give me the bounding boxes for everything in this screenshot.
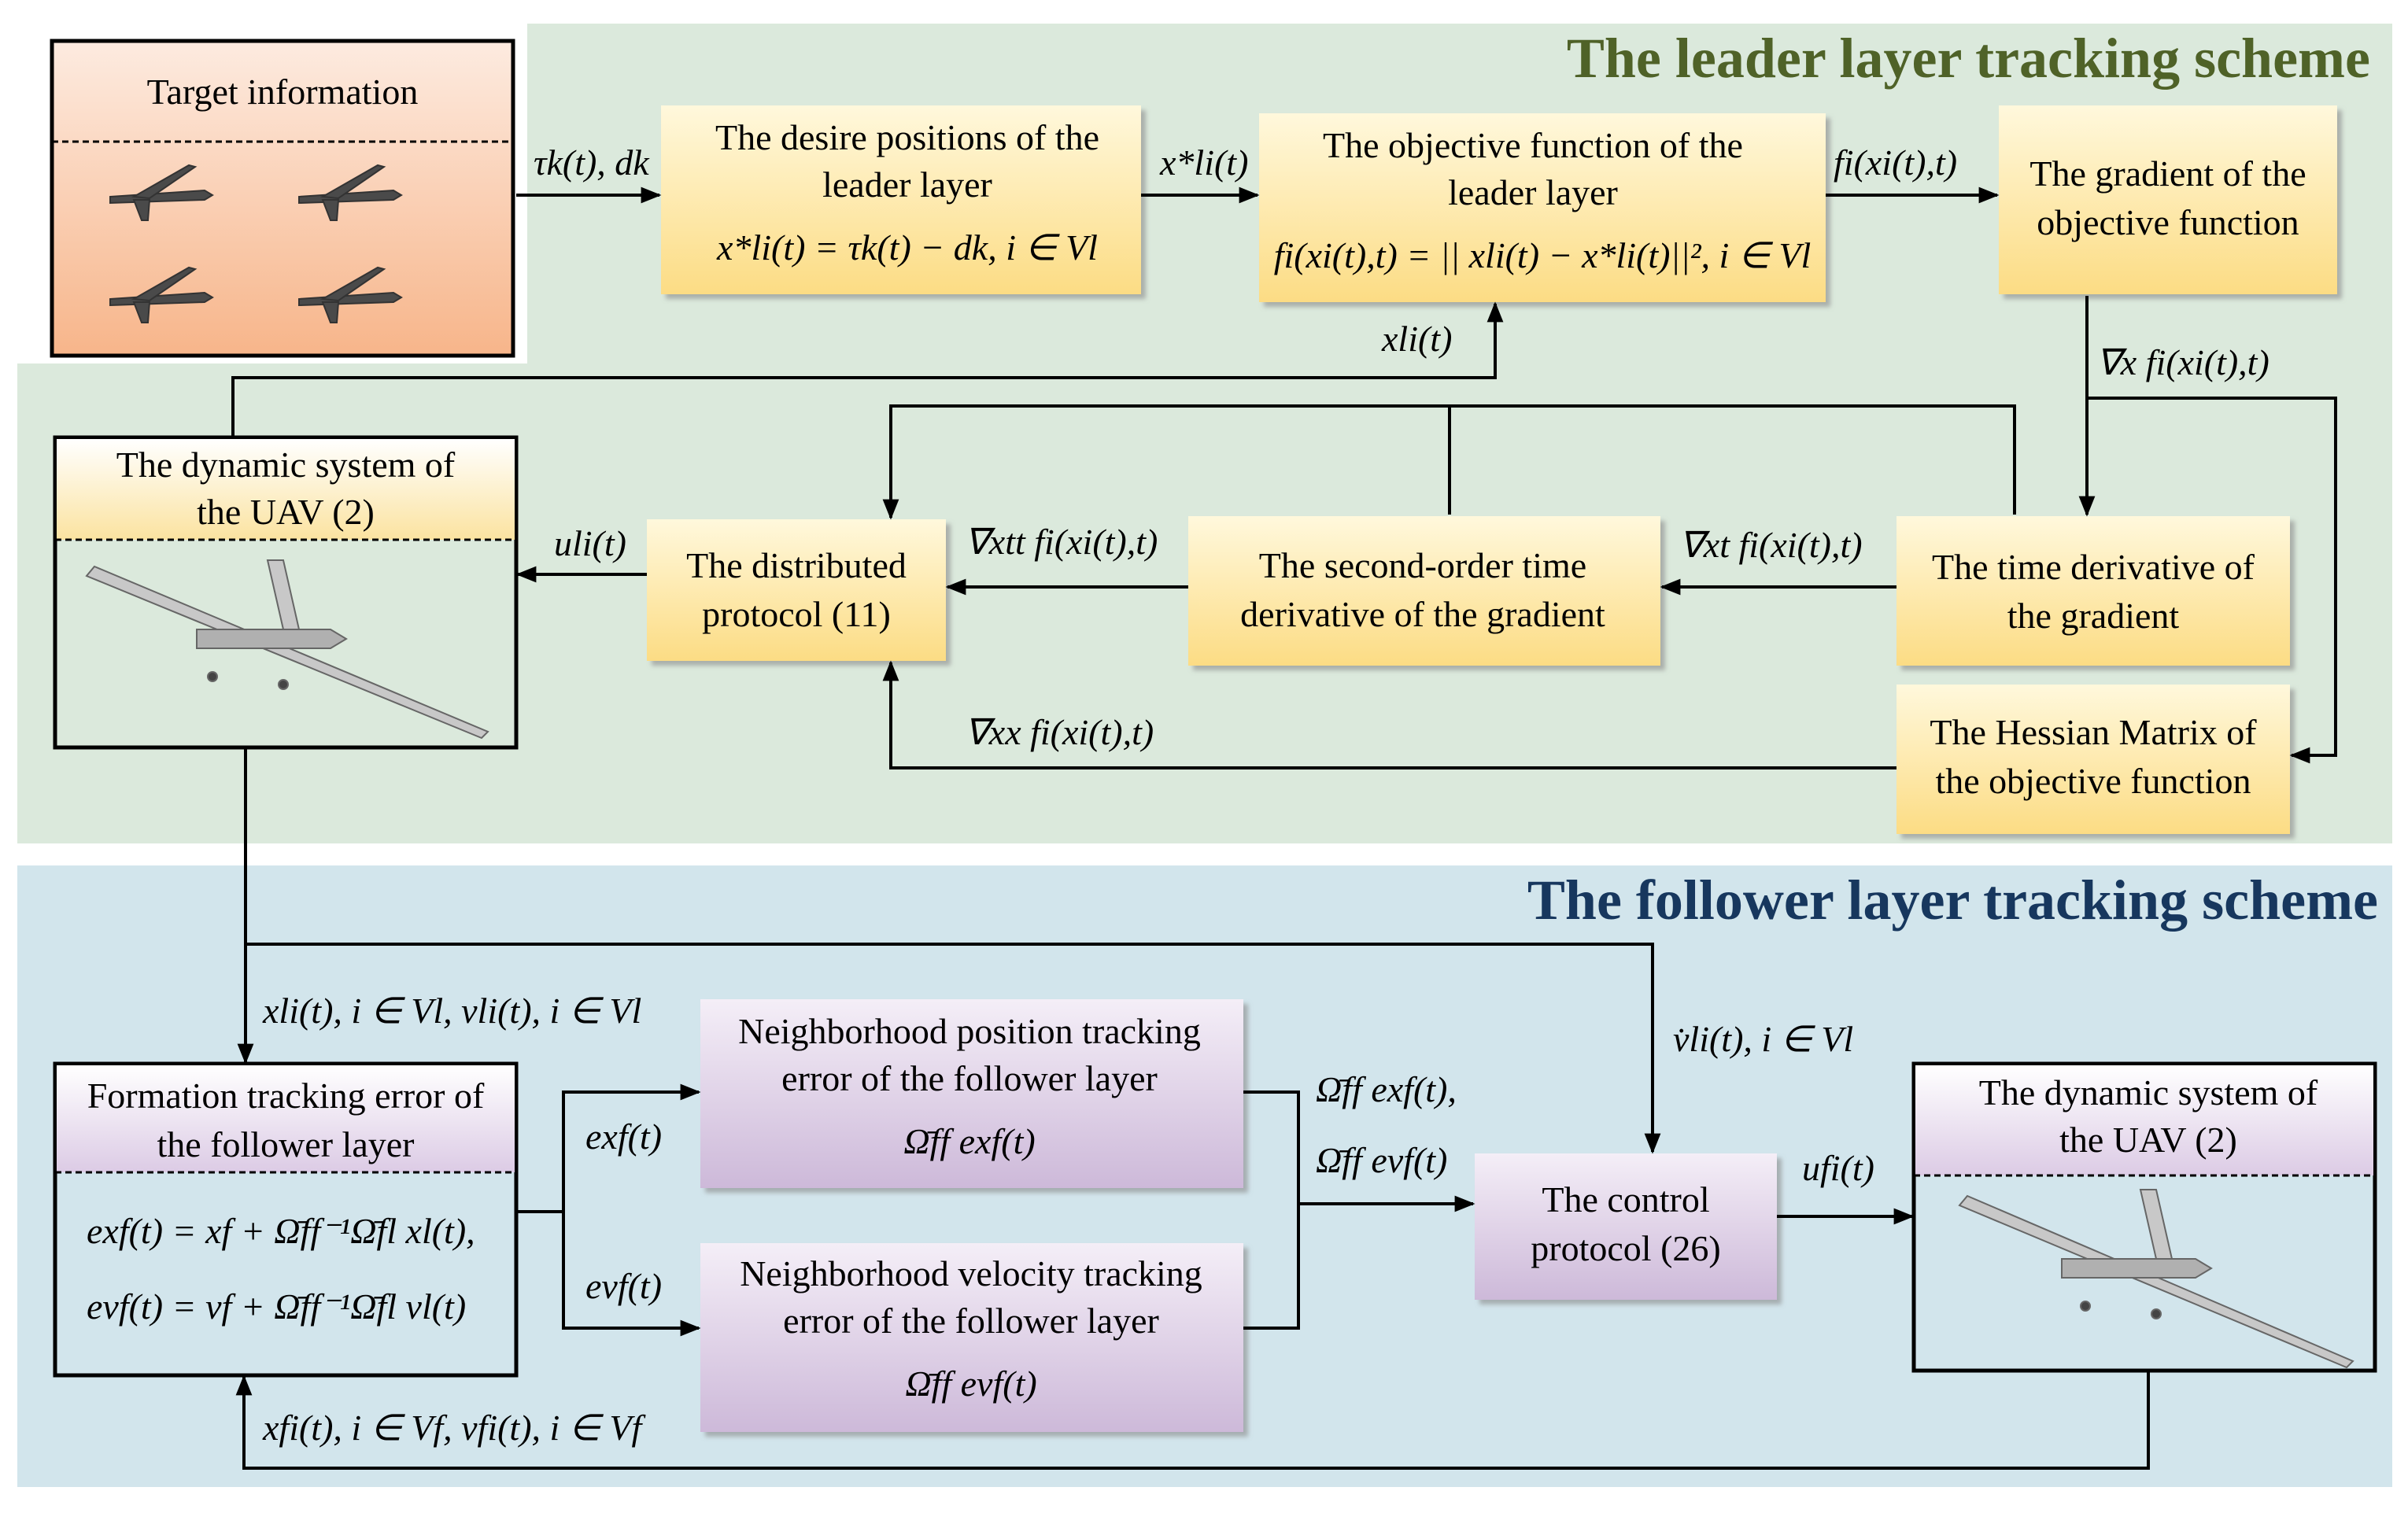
formation-eq2: evf(t) = vf + Ω̄ff⁻¹Ω̄fl vl(t) [87, 1286, 466, 1327]
follower-dynamic-line2: the UAV (2) [2059, 1120, 2237, 1160]
uav-icon [1958, 1189, 2354, 1369]
connectors [231, 186, 2337, 1470]
leader-dynamic-line2: the UAV (2) [197, 492, 375, 532]
npos-line1: Neighborhood position tracking [738, 1011, 1201, 1051]
label-x-li: xli(t) [1381, 319, 1452, 359]
hessian-line1: The Hessian Matrix of [1930, 712, 2257, 752]
label-xfi-vfi: xfi(t), i ∈ Vf, vfi(t), i ∈ Vf [262, 1408, 646, 1448]
label-tau-d: τk(t), dk [534, 142, 650, 183]
target-info-label: Target information [147, 72, 419, 112]
neighborhood-position-box [700, 999, 1243, 1188]
uav-swarm-icon [109, 164, 403, 323]
control-protocol-box [1475, 1153, 1777, 1300]
leader-dynamic-line1: The dynamic system of [116, 445, 456, 485]
leader-title: The leader layer tracking scheme [1567, 27, 2370, 90]
label-vdot-li: v̇li(t), i ∈ Vl [1673, 1019, 1853, 1059]
label-xli-vli: xli(t), i ∈ Vl, vli(t), i ∈ Vl [262, 991, 641, 1031]
formation-line2: the follower layer [157, 1124, 415, 1164]
nvel-line1: Neighborhood velocity tracking [740, 1253, 1202, 1293]
objective-line2: leader layer [1448, 172, 1618, 212]
objective-equation: fi(xi(t),t) = || xli(t) − x*li(t)||², i … [1274, 235, 1812, 275]
nvel-line2: error of the follower layer [783, 1301, 1159, 1341]
label-u-fi: ufi(t) [1802, 1148, 1874, 1188]
nvel-equation: Ω̄ff evf(t) [905, 1364, 1036, 1404]
desire-line2: leader layer [822, 164, 992, 205]
follower-dynamic-line1: The dynamic system of [1979, 1072, 2318, 1113]
desire-equation: x*li(t) = τk(t) − dk, i ∈ Vl [716, 227, 1098, 268]
label-grad-xtt: ∇xtt fi(xi(t),t) [965, 522, 1158, 562]
gradient-line2: objective function [2037, 202, 2299, 242]
objective-line1: The objective function of the [1323, 125, 1743, 165]
time-derivative-box [1896, 516, 2290, 666]
time-derivative-line2: the gradient [2007, 596, 2180, 636]
second-order-line2: derivative of the gradient [1240, 594, 1605, 634]
label-e-xf: exf(t) [585, 1116, 662, 1157]
label-omega-e-vf: Ω̄ff evf(t) [1316, 1140, 1447, 1180]
label-e-vf: evf(t) [585, 1266, 662, 1306]
second-order-box [1188, 516, 1660, 666]
label-grad-x: ∇x fi(xi(t),t) [2096, 342, 2270, 382]
hessian-box [1896, 685, 2290, 834]
npos-equation: Ω̄ff exf(t) [903, 1121, 1035, 1161]
npos-line2: error of the follower layer [781, 1058, 1158, 1098]
hessian-line2: the objective function [1935, 761, 2251, 801]
formation-eq1: exf(t) = xf + Ω̄ff⁻¹Ω̄fl xl(t), [87, 1211, 475, 1251]
follower-title: The follower layer tracking scheme [1527, 869, 2378, 932]
distributed-protocol-box [647, 519, 946, 661]
label-f-i: fi(xi(t),t) [1834, 142, 1957, 183]
label-grad-xx: ∇xx fi(xi(t),t) [965, 712, 1154, 752]
objective-function-box [1259, 113, 1826, 302]
gradient-line1: The gradient of the [2029, 153, 2306, 194]
formation-error-box [53, 1061, 519, 1378]
formation-line1: Formation tracking error of [87, 1076, 485, 1116]
desire-line1: The desire positions of the [715, 117, 1099, 157]
uav-icon [85, 559, 489, 740]
desire-positions-box [661, 105, 1141, 294]
control-line1: The control [1542, 1179, 1709, 1220]
distributed-line2: protocol (11) [702, 594, 891, 634]
label-omega-e-xf: Ω̄ff exf(t), [1316, 1069, 1457, 1109]
time-derivative-line1: The time derivative of [1932, 547, 2255, 587]
distributed-line1: The distributed [686, 545, 907, 585]
gradient-box [1999, 105, 2337, 294]
label-grad-xt: ∇xt fi(xi(t),t) [1679, 525, 1863, 565]
target-info-box: Target information [50, 39, 515, 358]
label-u-li: uli(t) [554, 523, 626, 563]
label-x-star: x*li(t) [1159, 142, 1248, 183]
neighborhood-velocity-box [700, 1243, 1243, 1432]
control-line2: protocol (26) [1531, 1228, 1720, 1268]
second-order-line1: The second-order time [1259, 545, 1586, 585]
